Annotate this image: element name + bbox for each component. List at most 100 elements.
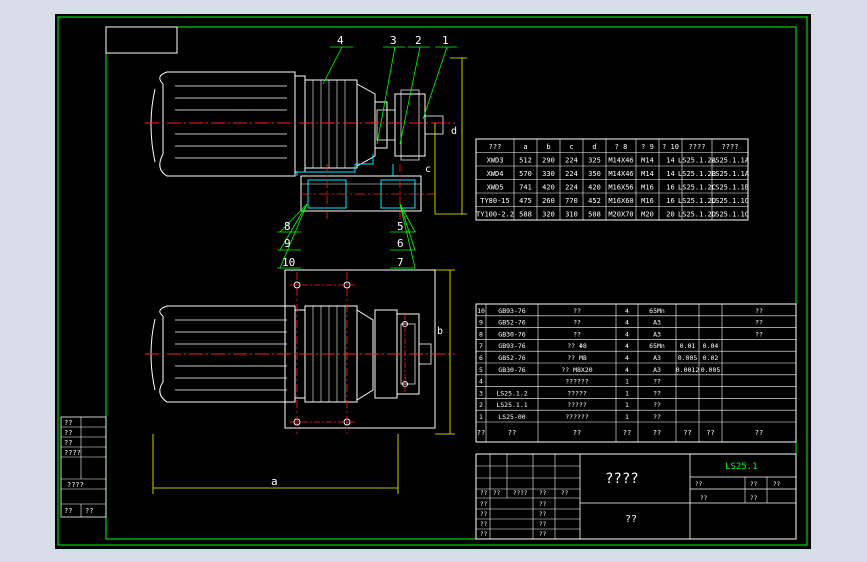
stamp-text: ?? [64,429,72,437]
spec-cell: LS25.1.2D [678,197,716,205]
spec-cell: c [569,143,573,151]
part-cell: 0.04 [703,342,719,350]
callout-4: 4 [337,34,344,47]
spec-cell: LS25.1.1C [711,197,749,205]
part-cell: 7 [479,342,483,350]
callout-7: 7 [397,256,404,269]
title-cell: ?? [480,490,488,497]
motor-outline [159,71,296,177]
part-cell: ?? [573,319,581,327]
spec-cell: M14X46 [608,157,633,165]
title-cell: ?? [480,511,488,518]
callout-3: 3 [390,34,397,47]
part-cell: 4 [625,366,629,374]
spec-cell: 508 [588,211,601,219]
part-cell: GB52-76 [498,319,525,327]
stamp-text: ?? [64,439,72,447]
title-cell: ?? [695,481,703,488]
part-cell: 9 [479,319,483,327]
part-cell: 6 [479,354,483,362]
dimension-b: b [437,326,443,337]
title-cell: ?? [773,481,781,488]
spec-cell: 224 [565,157,578,165]
base-frame [300,175,422,212]
part-header: ?? [623,429,631,437]
callout-10: 10 [282,256,295,269]
spec-cell: LS25.1.2D [678,211,716,219]
part-cell: A3 [653,354,661,362]
top-left-box [105,26,178,54]
title-cell: ???? [513,490,528,497]
spec-cell: 420 [588,184,601,192]
title-cell: ?? [750,481,758,488]
dimension-a: a [271,475,278,488]
spec-cell: ???? [722,143,739,151]
part-cell: 1 [479,413,483,421]
part-cell: GB93-76 [498,307,525,315]
part-cell: A3 [653,366,661,374]
spec-cell: LS25.1.1A [711,157,750,165]
part-cell: 0.005 [701,366,721,374]
drawing-sheet: ?? ?? ?? ???? ???? ?? ?? [55,14,811,549]
part-cell: 0.02 [703,354,719,362]
spec-cell: b [546,143,550,151]
spec-cell: ??? [489,143,502,151]
spec-cell: ? 10 [662,143,679,151]
spec-cell: 512 [519,157,532,165]
part-cell: ?????? [565,413,589,421]
part-cell: ?? [653,378,661,386]
part-cell: ?? [573,330,581,338]
drawing-name: ???? [605,471,639,487]
spec-cell: 16 [666,184,674,192]
part-header: ?? [508,429,516,437]
callout-2: 2 [415,34,422,47]
coupling [394,93,426,157]
spec-cell: 420 [542,184,555,192]
spec-cell: M16X60 [608,197,633,205]
title-cell: ?? [493,490,501,497]
part-header: ?? [755,429,763,437]
part-cell: 4 [625,354,629,362]
spec-cell: 20 [666,211,674,219]
spec-cell: XWD5 [487,184,504,192]
part-cell: GB30-76 [498,366,525,374]
part-cell: ????? [567,401,587,409]
part-cell: 4 [479,378,483,386]
spec-cell: XWD4 [487,170,504,178]
spec-cell: 14 [666,170,674,178]
part-cell: A3 [653,319,661,327]
spec-cell: LS25.1.2B [678,170,716,178]
title-cell: ?? [539,501,547,508]
part-cell: LS25.1.1 [496,401,527,409]
spec-cell: TY80-15 [480,197,510,205]
part-cell: ?? [653,401,661,409]
callout-1: 1 [442,34,449,47]
part-cell: 65Mn [649,342,665,350]
spec-cell: TY100-2.2 [476,211,514,219]
title-cell: ?? [750,495,758,502]
spec-cell: 475 [519,197,532,205]
spec-cell: 224 [565,184,578,192]
part-cell: ????? [567,389,587,397]
part-cell: ?? M8X20 [561,366,592,374]
plan-base [284,269,436,429]
dimension-d: d [451,126,457,137]
spec-cell: 320 [542,211,555,219]
part-cell: 0.0012 [676,366,700,374]
spec-cell: M14 [641,157,654,165]
spec-cell: LS25.1.1C [711,211,749,219]
title-cell: ?? [700,495,708,502]
stamp-text: ?? [64,507,72,515]
part-cell: GB93-76 [498,342,525,350]
part-cell: ?? [755,330,763,338]
spec-cell: ???? [689,143,706,151]
part-cell: 8 [479,330,483,338]
callout-9: 9 [284,237,291,250]
spec-cell: 310 [565,211,578,219]
spec-cell: M20X70 [608,211,633,219]
part-header: ?? [573,429,581,437]
part-cell: 1 [625,401,629,409]
spec-cell: XWD3 [487,157,504,165]
spec-cell: 290 [542,157,555,165]
spec-cell: M14 [641,170,654,178]
